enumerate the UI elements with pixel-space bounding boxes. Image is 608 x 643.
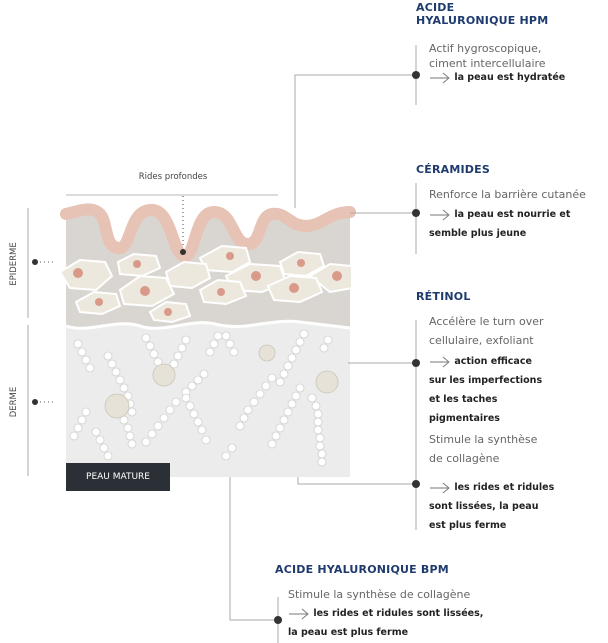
retinol-result1-line2: sur les imperfections [429, 375, 543, 386]
cell-nuclei [73, 252, 342, 316]
ceramides-result: la peau est nourrie et semble plus jeune [429, 205, 570, 243]
fibre-12 [181, 393, 211, 445]
wrinkle-dot [180, 249, 186, 255]
fibre-4 [169, 335, 191, 369]
label-derme: DERME [9, 387, 19, 418]
arrow-right-icon [430, 482, 450, 493]
bpm-title: ACIDE HYALURONIQUE BPM [275, 563, 449, 576]
ceramides-result-line2: semble plus jeune [429, 228, 527, 239]
retinol-result1-line1: action efficace [454, 356, 532, 367]
bpm-result: les rides et ridules sont lissées, la pe… [288, 604, 483, 642]
retinol-result-1: action efficace sur les imperfections et… [429, 352, 542, 428]
retinol-title: RÉTINOL [416, 290, 471, 303]
fibre-15 [307, 393, 327, 467]
fibre-8 [319, 335, 333, 353]
bpm-result-line1: les rides et ridules sont lissées, [313, 608, 484, 619]
collagen-fibres [69, 329, 333, 467]
retinol-result2-line1: les rides et ridules [454, 482, 555, 493]
arrow-right-icon [430, 209, 450, 220]
fibre-5 [205, 331, 223, 357]
hpm-title-line2: HYALURONIQUE HPM [416, 14, 549, 27]
hpm-body-line1: Actif hygroscopique, [429, 42, 542, 55]
hpm-body: Actif hygroscopique, ciment intercellula… [429, 41, 546, 71]
retinol-result-2: les rides et ridules sont lissées, la pe… [429, 478, 554, 535]
connector-retinol-2 [297, 477, 416, 485]
retinol-body1-line1: Accélère le turn over [429, 315, 544, 328]
fibre-18 [221, 443, 237, 461]
label-rides-profondes: Rides profondes [139, 172, 208, 182]
hpm-title: ACIDE HYALURONIQUE HPM [416, 1, 548, 27]
ceramides-result-line1: la peau est nourrie et [454, 209, 571, 220]
fibre-13 [235, 373, 277, 431]
fibre-14 [267, 383, 305, 449]
hpm-result: la peau est hydratée [429, 68, 565, 87]
ceramides-body: Renforce la barrière cutanée [429, 188, 586, 201]
ceramides-title: CÉRAMIDES [416, 163, 490, 176]
fibre-11 [141, 397, 181, 447]
epiderme-dot [32, 259, 38, 265]
peau-mature-badge: PEAU MATURE [66, 463, 170, 491]
fibre-10 [69, 407, 91, 441]
retinol-body-1: Accélère le turn over cellulaire, exfoli… [429, 312, 544, 350]
skin-surface [60, 203, 356, 262]
arrow-right-icon [430, 356, 450, 367]
retinol-body1-line2: cellulaire, exfoliant [429, 334, 534, 347]
retinol-result2-line2: sont lissées, la peau [429, 501, 539, 512]
label-epiderme: EPIDERME [9, 242, 19, 286]
dermal-cells [104, 344, 339, 419]
retinol-body-2: Stimule la synthèse de collagène [429, 430, 537, 468]
fibre-16 [91, 427, 113, 461]
retinol-result1-line3: et les taches [429, 394, 498, 405]
hpm-body-line2: ciment intercellulaire [429, 57, 546, 70]
bpm-result-line2: la peau est plus ferme [288, 627, 409, 638]
arrow-right-icon [430, 72, 450, 83]
hpm-result-line1: la peau est hydratée [454, 72, 566, 83]
connector-bpm [229, 477, 278, 621]
bpm-body: Stimule la synthèse de collagène [288, 588, 471, 601]
connector-hpm [294, 74, 416, 208]
fibre-3 [141, 333, 163, 367]
arrow-right-icon [289, 608, 309, 619]
fibre-9 [181, 369, 209, 397]
fibre-7 [275, 329, 309, 387]
retinol-result1-line4: pigmentaires [429, 413, 500, 424]
fibre-6 [221, 331, 239, 357]
derme-dot [32, 399, 38, 405]
hpm-title-line1: ACIDE [416, 1, 455, 14]
retinol-body2-line1: Stimule la synthèse [429, 433, 538, 446]
retinol-body2-line2: de collagène [429, 452, 500, 465]
fibre-1 [73, 339, 95, 373]
connector-dots [274, 71, 420, 624]
retinol-result2-line3: est plus ferme [429, 520, 507, 531]
